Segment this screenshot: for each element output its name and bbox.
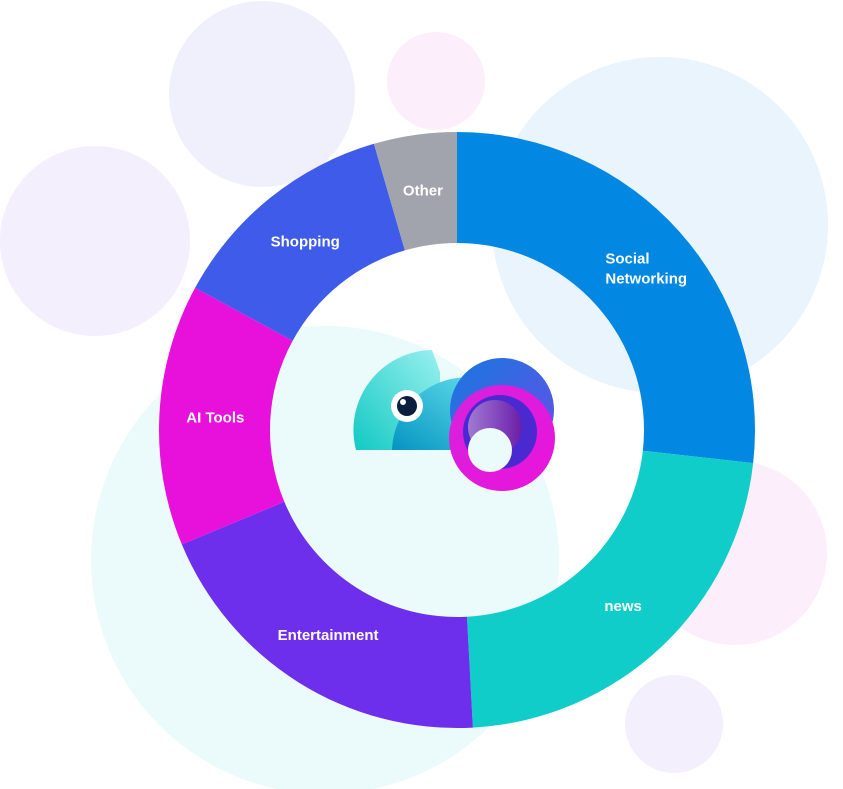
slice-label: Entertainment: [278, 627, 379, 644]
slice-label-line: Shopping: [271, 234, 340, 251]
slice-label: Other: [403, 182, 443, 199]
slice-news[interactable]: [466, 450, 754, 728]
slice-other[interactable]: [373, 132, 457, 251]
slice-label-line: Entertainment: [278, 627, 379, 644]
slice-label-line: news: [604, 598, 642, 615]
slice-label-line: Social: [605, 251, 649, 268]
slice-social-networking[interactable]: [457, 132, 755, 464]
slice-label-line: Networking: [605, 271, 687, 288]
bubble: [0, 146, 190, 336]
slice-label: AI Tools: [186, 409, 244, 426]
bubble: [625, 675, 723, 773]
slice-shopping[interactable]: [195, 143, 405, 341]
slice-label: news: [604, 598, 642, 615]
bubble: [169, 1, 355, 187]
bubble: [387, 32, 485, 130]
slice-label: Shopping: [271, 234, 340, 251]
slice-label-line: AI Tools: [186, 409, 244, 426]
chameleon-logo: [353, 350, 555, 491]
slice-label-line: Other: [403, 182, 443, 199]
slice-ai-tools[interactable]: [159, 287, 293, 545]
slice-entertainment[interactable]: [181, 501, 473, 728]
